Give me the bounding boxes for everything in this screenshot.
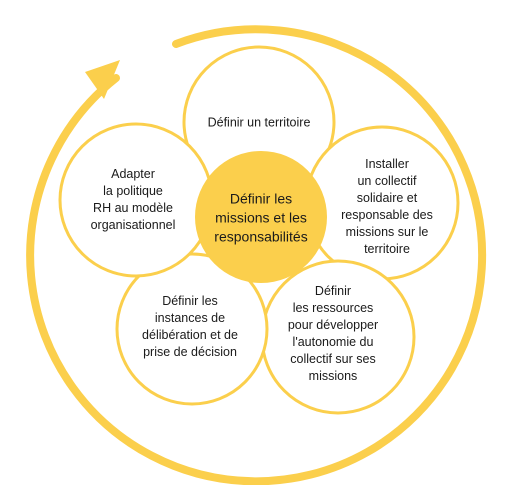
petal-label-instances: Définir les instances de délibération et… [142,294,238,359]
center-circle [195,151,327,283]
petal-label-territoire: Définir un territoire [207,115,311,130]
petal-label-ressources: Définir les ressources pour développer l… [287,284,379,383]
center-label: Définir les missions et les responsabili… [214,190,308,245]
petal-instances [115,252,269,406]
cycle-arrow-icon [85,60,120,99]
cycle-ring [26,25,487,485]
petal-label-collectif: Installer un collectif solidaire et resp… [341,157,433,256]
petal-label-rh: Adapter la politique RH au modèle organi… [90,167,176,232]
